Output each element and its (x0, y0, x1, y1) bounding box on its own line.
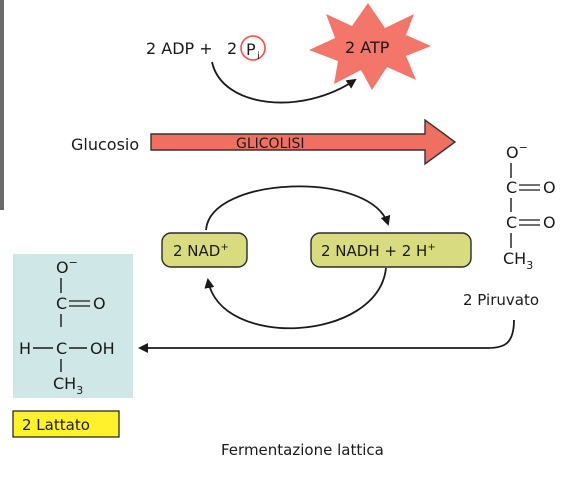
pi-coefficient: 2 (227, 39, 237, 58)
pyruvate-o-minus: O− (506, 141, 528, 162)
reduction-to-lactate-arrow (138, 319, 515, 353)
glycolysis-arrow (150, 118, 457, 166)
figure-caption: Fermentazione lattica (221, 441, 384, 459)
atp-label: 2 ATP (345, 38, 390, 57)
lactate-box (13, 254, 133, 398)
atp-formation-arrow (211, 61, 357, 104)
pyruvate-o1: O (543, 178, 556, 197)
lactate-c1: C (56, 294, 67, 313)
pyruvate-structure: O− C O C O CH3 (503, 141, 556, 272)
nad-pill (161, 232, 248, 268)
pyruvate-o2: O (543, 213, 556, 232)
atp-starburst (309, 3, 431, 90)
pyruvate-label: 2 Piruvato (463, 291, 539, 309)
nad-label: 2 NAD+ (173, 242, 229, 260)
lactate-ch3: CH3 (53, 374, 83, 397)
nad-reduction-arrow (205, 185, 391, 231)
nadh-oxidation-arrow (204, 267, 387, 330)
nadh-label: 2 NADH + 2 H+ (321, 242, 436, 260)
lactate-o1: O (93, 294, 106, 313)
lactate-h: H (19, 339, 31, 358)
pi-subscript: i (257, 51, 260, 62)
lactate-label: 2 Lattato (22, 416, 90, 434)
adp-label: 2 ADP + (146, 39, 213, 58)
glycolysis-label: GLICOLISI (236, 136, 305, 152)
lactate-oh: OH (90, 339, 115, 358)
glucose-label: Glucosio (71, 135, 139, 154)
pi-symbol: P (246, 40, 256, 59)
pyruvate-ch3: CH3 (503, 249, 533, 272)
nadh-pill (310, 232, 472, 268)
lactate-structure: O− C O H C OH CH3 (19, 256, 115, 397)
lactate-label-box (12, 410, 120, 438)
edge-strip (0, 0, 4, 210)
pyruvate-c1: C (506, 178, 517, 197)
pyruvate-c2: C (506, 213, 517, 232)
lactate-o-minus: O− (56, 256, 78, 277)
pi-circle (240, 35, 266, 61)
lactate-c2: C (56, 339, 67, 358)
